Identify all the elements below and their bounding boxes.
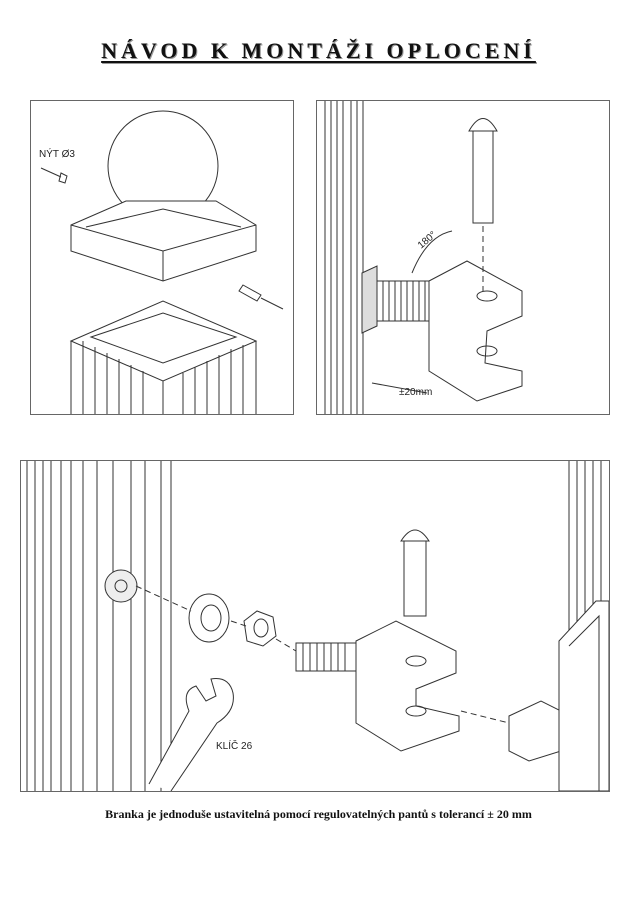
illustration-hinge: 180° ±20mm: [316, 100, 610, 415]
page-title: NÁVOD K MONTÁŽI OPLOCENÍ: [101, 38, 536, 63]
gate-hinge-drawing: KLÍČ 26: [26, 461, 609, 791]
illustration-gate-hinge: KLÍČ 26: [20, 460, 610, 792]
rotation-label: 180°: [416, 230, 439, 252]
post-cap-drawing: NÝT Ø3: [39, 110, 284, 414]
wrench-label: KLÍČ 26: [216, 739, 253, 752]
illustration-post-cap: NÝT Ø3: [30, 100, 294, 415]
adjust-label: ±20mm: [399, 387, 432, 398]
rivet-label: NÝT Ø3: [39, 147, 75, 160]
caption: Branka je jednoduše ustavitelná pomocí r…: [105, 807, 532, 821]
hinge-drawing: 180° ±20mm: [324, 101, 523, 414]
